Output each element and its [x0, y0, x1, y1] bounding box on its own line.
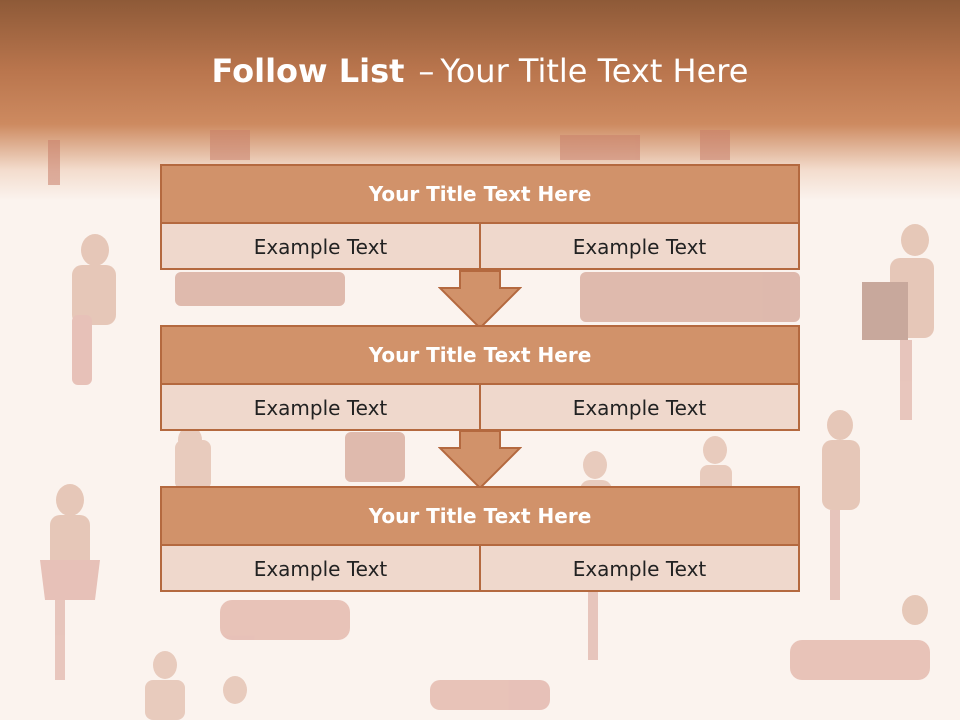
list-block-3: Your Title Text Here Example Text Exampl…: [160, 486, 800, 592]
block-1-right-cell: Example Text: [479, 224, 798, 270]
block-2-header: Your Title Text Here: [162, 327, 798, 385]
block-1-left-cell: Example Text: [253, 235, 388, 259]
down-arrow-icon-2: [438, 430, 522, 490]
slide-title: Follow List–Your Title Text Here: [0, 52, 960, 90]
list-block-2: Your Title Text Here Example Text Exampl…: [160, 325, 800, 431]
list-block-1: Your Title Text Here Example Text Exampl…: [160, 164, 800, 270]
block-3-header: Your Title Text Here: [162, 488, 798, 546]
block-2-left-cell: Example Text: [253, 396, 388, 420]
title-rest-part: Your Title Text Here: [440, 52, 749, 90]
block-2-right-cell: Example Text: [479, 385, 798, 431]
title-bold-part: Follow List: [211, 52, 405, 90]
block-3-right-cell: Example Text: [479, 546, 798, 592]
title-dash: –: [418, 52, 435, 90]
down-arrow-icon-1: [438, 270, 522, 330]
block-3-left-cell: Example Text: [253, 557, 388, 581]
block-1-header: Your Title Text Here: [162, 166, 798, 224]
